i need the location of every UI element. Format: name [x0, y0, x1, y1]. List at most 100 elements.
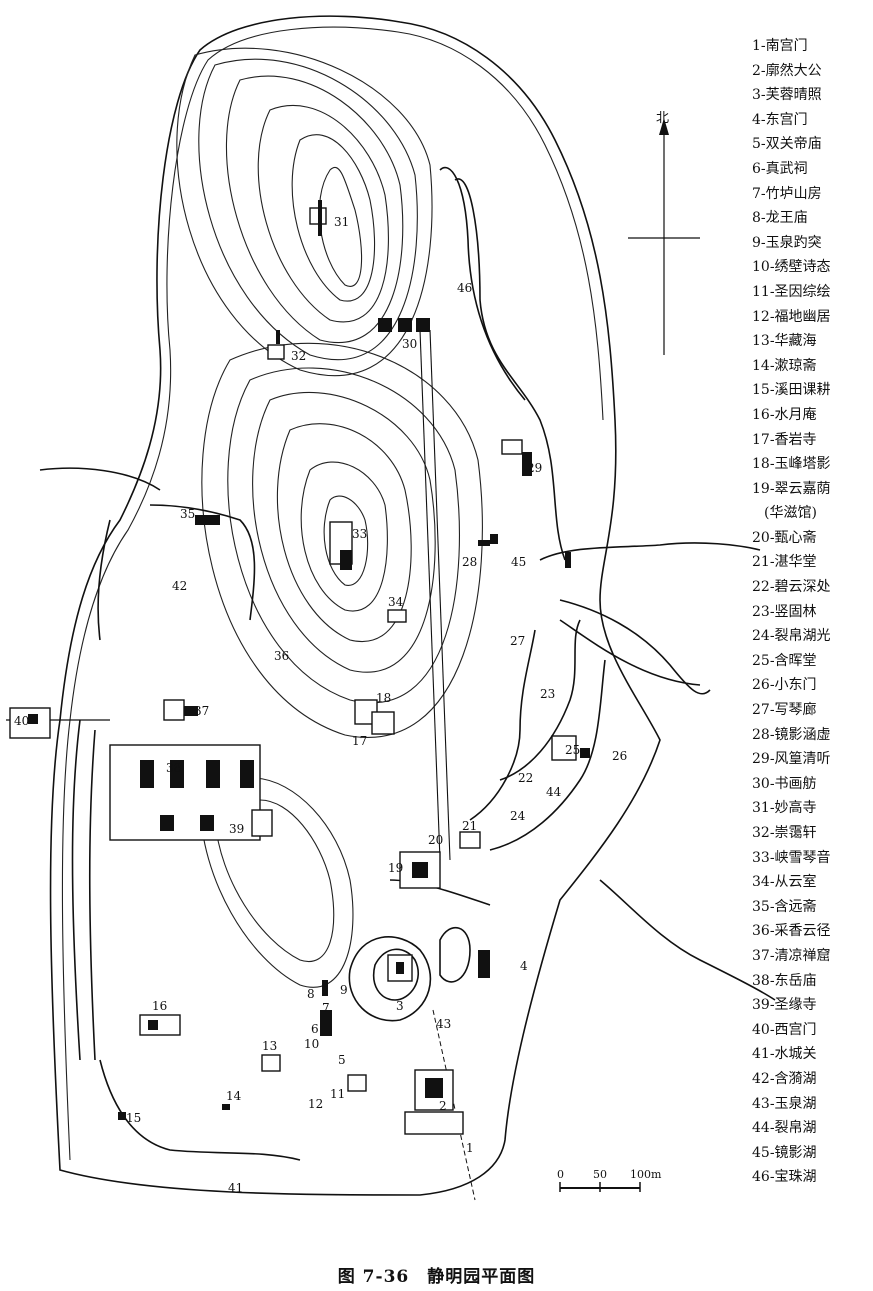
legend-item: 2-廓然大公 — [752, 62, 822, 79]
map-label: 31 — [334, 215, 349, 229]
legend-item: 37-清凉禅窟 — [752, 947, 831, 964]
legend-item: 41-水城关 — [752, 1046, 817, 1063]
map-label: 4 — [520, 959, 528, 973]
map-label: 32 — [291, 349, 306, 363]
map-label: 26 — [612, 749, 627, 763]
legend-item: 13-华藏海 — [752, 333, 817, 350]
west-lakes — [39, 467, 301, 1161]
legend-item: 24-裂帛湖光 — [752, 628, 831, 645]
legend-item: 23-竖固林 — [752, 603, 817, 620]
map-label: 43 — [436, 1017, 451, 1031]
map-label: 23 — [540, 687, 555, 701]
scale-tick: 50 — [593, 1168, 607, 1181]
map-label: 21 — [462, 819, 477, 833]
map-label: 11 — [330, 1087, 345, 1101]
map-label: 14 — [226, 1089, 242, 1103]
map-label: 6 — [311, 1022, 319, 1036]
legend-item: 34-从云室 — [752, 874, 817, 891]
map-label: 34 — [388, 595, 404, 609]
map-label: 28 — [462, 555, 477, 569]
legend-item: 16-水月庵 — [752, 406, 817, 423]
legend-item: 29-风篁清听 — [752, 751, 831, 768]
legend-item: 7-竹垆山房 — [752, 185, 822, 202]
map-label: 45 — [511, 555, 526, 569]
map-label: 25 — [565, 743, 580, 757]
legend-item: 9-玉泉趵突 — [752, 234, 822, 251]
legend-item: 30-书画舫 — [752, 775, 817, 792]
map-label: 33 — [352, 527, 367, 541]
map-label: 40 — [14, 714, 29, 728]
map-label: 13 — [262, 1039, 277, 1053]
legend-item: 42-含漪湖 — [752, 1070, 817, 1087]
legend-item: 21-湛华堂 — [752, 554, 817, 571]
legend-item: 35-含远斋 — [752, 898, 817, 915]
figure-caption: 图 7-36 静明园平面图 — [0, 1262, 873, 1287]
legend-item: 36-采香云径 — [752, 923, 831, 940]
map-label: 44 — [546, 785, 562, 799]
map-label: 18 — [376, 691, 391, 705]
map-label: 37 — [194, 704, 209, 718]
buildings — [9, 200, 590, 1135]
legend-item: 39-圣缘寺 — [752, 997, 817, 1014]
legend-item: 46-宝珠湖 — [752, 1169, 817, 1186]
map-label: 29 — [527, 461, 542, 475]
legend-item: 31-妙高寺 — [752, 800, 817, 817]
legend-item: 11-圣因综绘 — [752, 283, 831, 300]
legend-item: 19-翠云嘉荫 — [752, 480, 831, 497]
north-hill-contours — [176, 47, 433, 377]
legend-item: 43-玉泉湖 — [752, 1095, 817, 1112]
map-label: 30 — [402, 337, 417, 351]
legend-item: 45-镜影湖 — [752, 1144, 817, 1161]
map-label: 12 — [308, 1097, 323, 1111]
legend-item: 17-香岩寺 — [752, 431, 817, 448]
map-label: 9 — [340, 983, 348, 997]
map-labels: 1 2 3 4 5 6 7 8 9 10 11 12 13 14 15 16 1… — [14, 215, 627, 1195]
compass: 北 — [628, 111, 700, 355]
figure-number: 图 7-36 — [337, 1267, 410, 1287]
legend-item: 27-写琴廊 — [752, 702, 817, 719]
map-label: 22 — [518, 771, 533, 785]
map-label: 3 — [396, 999, 404, 1013]
north-label: 北 — [656, 111, 669, 126]
legend-item: 28-镜影涵虚 — [752, 726, 831, 743]
map-label: 46 — [457, 281, 472, 295]
east-lakes — [439, 166, 776, 1001]
legend-item: 32-崇霭轩 — [752, 825, 817, 841]
map-label: 16 — [152, 999, 167, 1013]
legend-item: 15-溪田课耕 — [752, 382, 831, 399]
map-label: 38 — [166, 761, 181, 775]
legend-item: 33-峡雪琴音 — [752, 849, 831, 866]
legend-item: 12-福地幽居 — [752, 308, 831, 325]
map-label: 8 — [307, 987, 315, 1001]
map-label: 41 — [228, 1181, 243, 1195]
legend-item: 6-真武祠 — [752, 160, 808, 177]
legend-item: 22-碧云深处 — [752, 579, 831, 596]
figure-title: 静明园平面图 — [427, 1267, 536, 1287]
legend-item: 25-含晖堂 — [752, 652, 817, 669]
legend-item: 8-龙王庙 — [752, 210, 808, 227]
legend-item: 3-芙蓉晴照 — [752, 87, 822, 104]
scale-bar: 0 50 100m — [557, 1168, 662, 1192]
legend-item: 5-双关帝庙 — [752, 136, 822, 153]
south-lakes — [348, 879, 491, 1022]
legend-item: (华滋馆) — [764, 505, 817, 522]
map-label: 24 — [510, 809, 526, 823]
legend-item: 4-东宫门 — [752, 111, 808, 128]
scale-tick: 100m — [630, 1168, 662, 1181]
map-label: 39 — [229, 822, 244, 836]
legend-item: 18-玉峰塔影 — [752, 456, 831, 473]
legend: 1-南宫门 2-廓然大公 3-芙蓉晴照 4-东宫门 5-双关帝庙 6-真武祠 7… — [752, 34, 870, 1190]
map-label: 20 — [428, 833, 443, 847]
legend-item: 10-绣壁诗态 — [752, 259, 831, 276]
legend-item: 14-漱琼斋 — [752, 357, 817, 374]
park-boundary — [49, 15, 661, 1196]
map-label: 27 — [510, 634, 525, 648]
legend-item: 26-小东门 — [752, 677, 817, 694]
map-label: 15 — [126, 1111, 141, 1125]
legend-item: 38-东岳庙 — [752, 972, 817, 989]
map-label: 17 — [352, 734, 367, 748]
map-label: 7 — [322, 1001, 330, 1015]
map-label: 1 — [466, 1141, 474, 1155]
scale-tick: 0 — [557, 1168, 564, 1181]
